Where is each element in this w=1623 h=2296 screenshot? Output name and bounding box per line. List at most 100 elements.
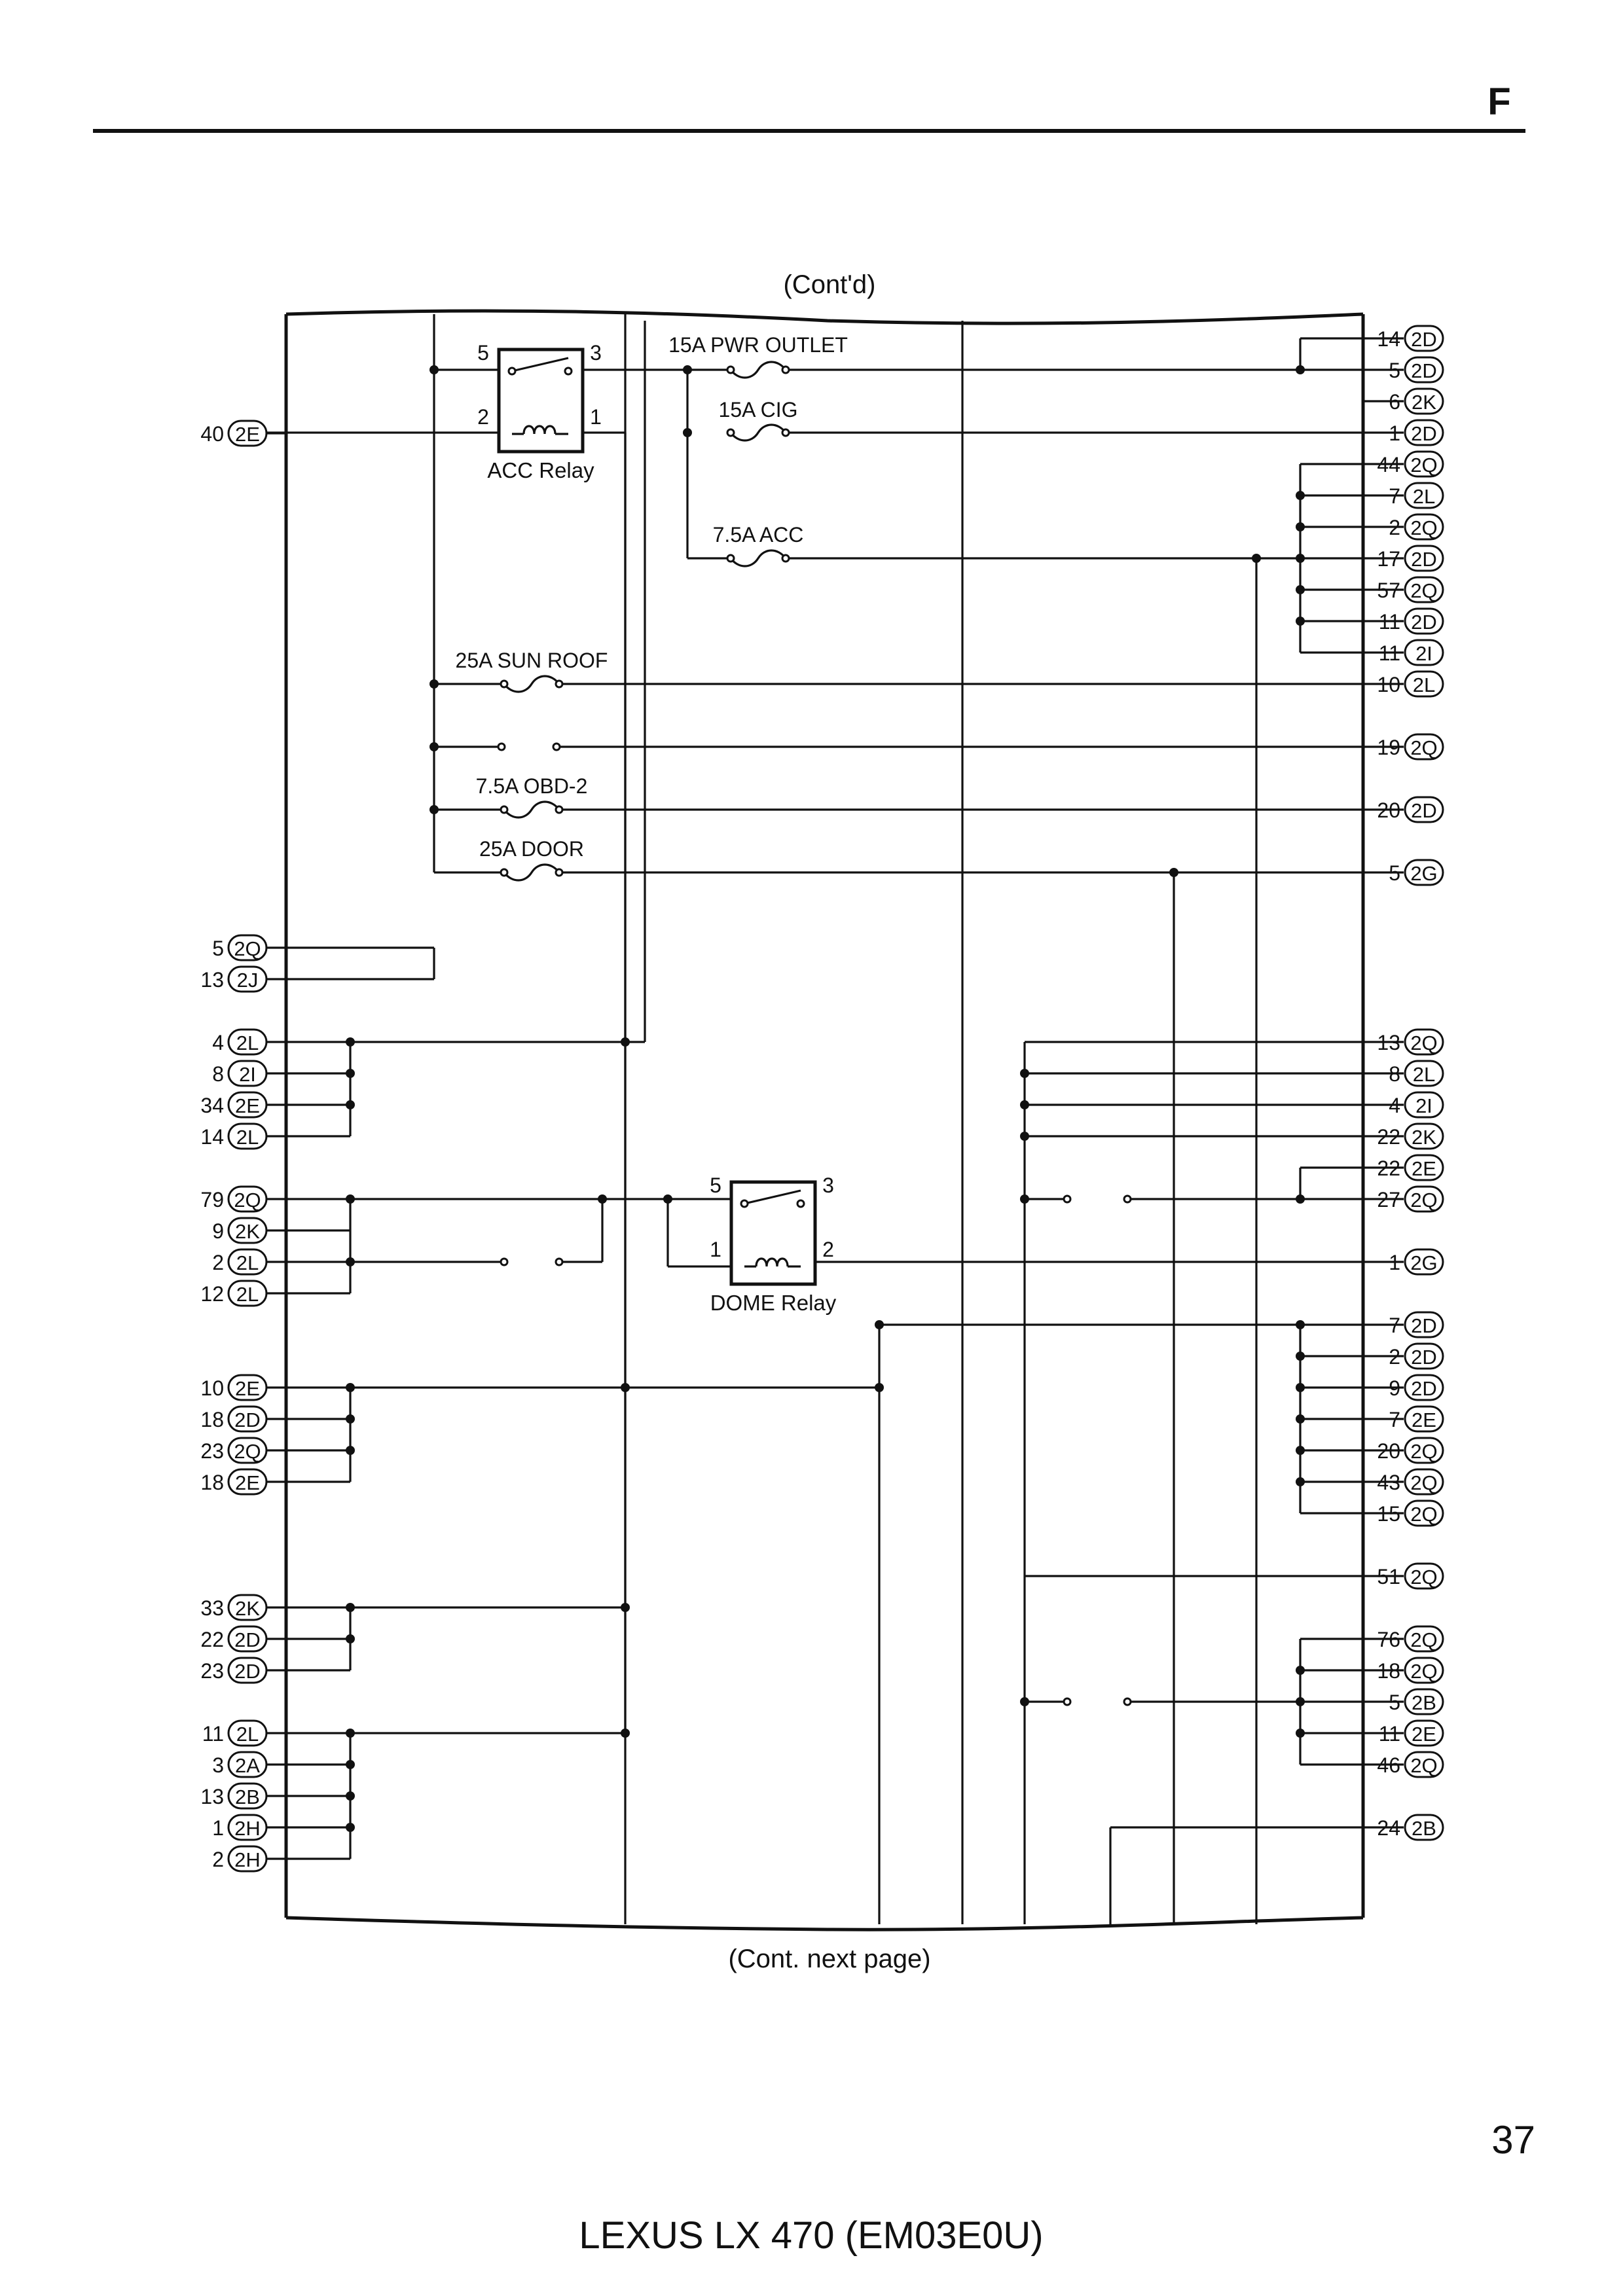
junction-dot bbox=[621, 1729, 630, 1738]
pin-number: 17 bbox=[1377, 547, 1400, 571]
acc-relay-contact-point bbox=[564, 367, 573, 376]
pin-number: 40 bbox=[200, 422, 224, 446]
connector-code: 2I bbox=[1415, 642, 1432, 665]
connector-code: 2D bbox=[234, 1628, 261, 1651]
dome-relay-contact-point bbox=[796, 1199, 805, 1208]
connector-badge bbox=[1404, 325, 1444, 352]
fuse-terminal bbox=[555, 679, 564, 689]
terminal-right-8-2L: 2L8 bbox=[1389, 1060, 1444, 1087]
terminal-right-7-2L: 2L7 bbox=[1389, 482, 1444, 509]
connector-badge bbox=[227, 1185, 268, 1213]
fuse-terminal bbox=[500, 679, 509, 689]
connector-badge bbox=[1404, 1405, 1444, 1433]
connector-code: 2D bbox=[1411, 548, 1437, 571]
junction-dot bbox=[875, 1383, 884, 1392]
connector-code: 2E bbox=[1412, 1408, 1436, 1431]
junction-dot bbox=[1020, 1697, 1029, 1706]
connector-code: 2L bbox=[236, 1723, 259, 1746]
connector-code: 2Q bbox=[234, 937, 261, 960]
junction-dot bbox=[1020, 1069, 1029, 1078]
fuse-label: 25A DOOR bbox=[479, 837, 584, 861]
connector-badge bbox=[1404, 639, 1444, 666]
pin-number: 18 bbox=[200, 1471, 224, 1494]
junction-dot bbox=[621, 1037, 630, 1047]
terminal-right-44-2Q: 2Q 44 bbox=[1377, 450, 1444, 478]
fuse-obd2: 7.5A OBD-2 bbox=[476, 774, 587, 819]
fuse-label: 15A CIG bbox=[719, 398, 798, 422]
dome-relay-pin-3: 3 bbox=[822, 1174, 834, 1197]
junction-dot bbox=[346, 1823, 355, 1832]
terminal-right-6-2K: 2K6 bbox=[1389, 387, 1444, 415]
pin-number: 3 bbox=[212, 1753, 224, 1777]
junction-dot bbox=[429, 805, 439, 814]
junction-dot bbox=[683, 365, 692, 374]
fuse-terminal bbox=[500, 868, 509, 877]
dome-relay-pin-2: 2 bbox=[822, 1238, 834, 1261]
wiring bbox=[267, 314, 1404, 1924]
connector-code: 2D bbox=[1411, 328, 1437, 351]
connector-badge bbox=[1404, 576, 1444, 603]
pin-number: 76 bbox=[1377, 1628, 1400, 1651]
connector-code: 2E bbox=[1412, 1723, 1436, 1746]
terminal-right-4-2I: 2I4 bbox=[1389, 1091, 1444, 1119]
pin-number: 13 bbox=[200, 968, 224, 992]
connector-code: 2Q bbox=[1410, 454, 1437, 476]
connector-badge bbox=[1404, 1562, 1444, 1590]
acc-relay-pin-2: 2 bbox=[477, 405, 489, 429]
junction-dot bbox=[346, 1069, 355, 1078]
pin-number: 9 bbox=[212, 1219, 224, 1243]
junction-dot bbox=[1296, 365, 1305, 374]
junction-dot bbox=[346, 1383, 355, 1392]
dome-relay-contact bbox=[744, 1189, 801, 1205]
connector-badge bbox=[1404, 1437, 1444, 1464]
pin-number: 11 bbox=[202, 1722, 224, 1746]
junction-dot bbox=[346, 1760, 355, 1769]
terminal-left-2-2L: 2L2 bbox=[212, 1248, 268, 1276]
connector-badge bbox=[1404, 1719, 1444, 1747]
fuse-terminal bbox=[781, 554, 790, 563]
connector-badge bbox=[1404, 1060, 1444, 1087]
terminal-right-2-2D: 2D2 bbox=[1389, 1342, 1444, 1370]
dome-relay-pin-1: 1 bbox=[710, 1238, 721, 1261]
junction-dot bbox=[1296, 1414, 1305, 1424]
connector-badge bbox=[1404, 1751, 1444, 1778]
junction-dot bbox=[346, 1603, 355, 1612]
connector-code: 2B bbox=[235, 1785, 260, 1808]
pin-number: 12 bbox=[200, 1282, 224, 1306]
connector-code: 2L bbox=[236, 1251, 259, 1274]
terminal-left-5-2Q: 2Q5 bbox=[212, 934, 268, 961]
connector-badge bbox=[227, 1719, 268, 1747]
connector-badge bbox=[227, 1280, 268, 1307]
fuse-acc: 7.5A ACC bbox=[713, 523, 803, 567]
connector-code: 2Q bbox=[1410, 1440, 1437, 1463]
pin-number: 14 bbox=[1377, 327, 1400, 351]
junction-dot bbox=[346, 1414, 355, 1424]
terminal-left-8-2I: 2I8 bbox=[212, 1060, 268, 1087]
connector-badge bbox=[227, 1594, 268, 1621]
section-letter: F bbox=[1487, 81, 1510, 123]
dome-relay-contact-pivot bbox=[740, 1199, 749, 1208]
connector-code: 2G bbox=[1410, 1251, 1437, 1274]
terminal-left-4-2L: 2L4 bbox=[212, 1028, 268, 1056]
connector-code: 2E bbox=[235, 1377, 260, 1400]
junction-dot bbox=[346, 1446, 355, 1455]
pin-number: 24 bbox=[1377, 1816, 1400, 1840]
connector-code: 2K bbox=[1412, 1126, 1436, 1149]
connector-code: 2B bbox=[1412, 1691, 1436, 1714]
pin-number: 22 bbox=[1377, 1125, 1400, 1149]
connector-badge bbox=[1404, 419, 1444, 446]
fuse-pwr_outlet: 15A PWR OUTLET bbox=[668, 333, 848, 379]
connector-code: 2D bbox=[1411, 422, 1437, 445]
connector-code: 2G bbox=[1410, 862, 1437, 885]
fuse-icon bbox=[503, 863, 560, 882]
connector-badge bbox=[227, 965, 268, 993]
pin-number: 44 bbox=[1377, 453, 1400, 476]
connector-code: 2I bbox=[1415, 1094, 1432, 1117]
